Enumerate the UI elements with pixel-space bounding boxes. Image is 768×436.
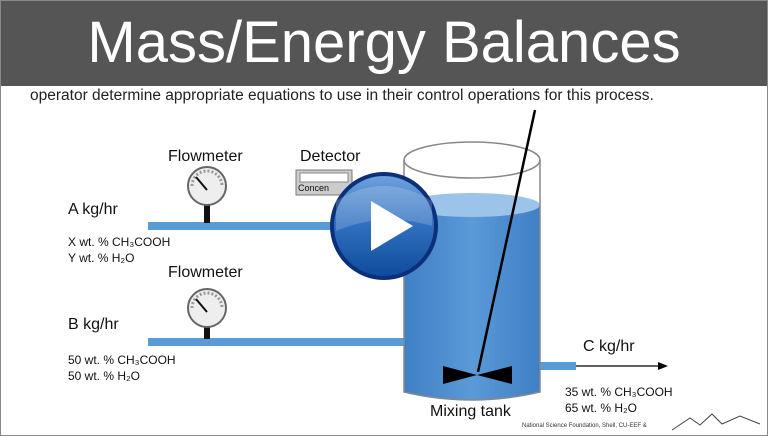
pipe-c (538, 362, 576, 370)
stream-c-comp-1: 35 wt. % CH₃COOH (565, 385, 673, 399)
impeller (443, 366, 477, 384)
flowmeter-2-gauge (187, 288, 227, 339)
stream-c-label: C kg/hr (583, 338, 635, 355)
stream-a-comp-1: X wt. % CH₃COOH (68, 235, 171, 249)
detector-display: Concen (298, 183, 330, 193)
stream-b-comp-1: 50 wt. % CH₃COOH (68, 353, 176, 367)
tank-liquid (404, 200, 540, 400)
flowmeter-1-gauge (187, 166, 227, 223)
flowmeter-2-label: Flowmeter (168, 264, 243, 281)
play-button[interactable] (329, 171, 439, 281)
pipe-b (148, 338, 406, 346)
play-icon (330, 172, 438, 280)
detector-label: Detector (300, 148, 361, 165)
tank-top (403, 141, 541, 179)
pipe-a (148, 222, 406, 230)
video-title: Mass/Energy Balances (87, 10, 681, 75)
stream-b-comp-2: 50 wt. % H₂O (68, 369, 141, 383)
footer-credits: National Science Foundation, Shell, CU-E… (522, 423, 647, 429)
stream-a-comp-2: Y wt. % H₂O (68, 251, 135, 265)
tank-wall (403, 160, 541, 401)
intro-text: operator determine appropriate equations… (30, 87, 654, 104)
flowmeter-1-label: Flowmeter (168, 148, 243, 165)
footer-logo (671, 413, 761, 431)
stream-b-label: B kg/hr (68, 316, 119, 333)
mixing-tank-label: Mixing tank (430, 403, 511, 420)
title-bar: Mass/Energy Balances (0, 0, 768, 86)
stream-a-label: A kg/hr (68, 201, 118, 218)
stirrer-shaft (476, 109, 537, 373)
stream-c-comp-2: 65 wt. % H₂O (565, 401, 638, 415)
